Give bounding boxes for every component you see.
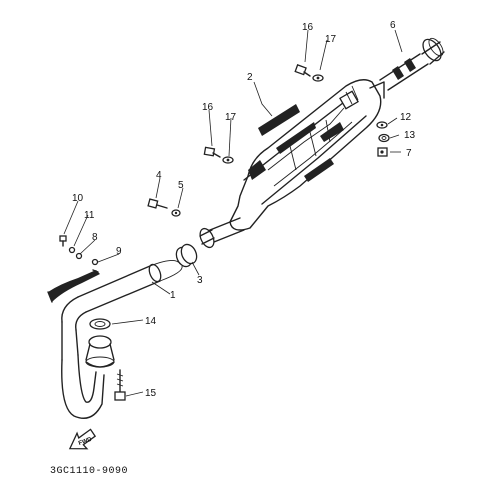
muffler <box>199 79 385 249</box>
callout-8: 8 <box>92 232 98 243</box>
callout-1: 1 <box>170 290 176 301</box>
callout-12: 12 <box>400 112 412 123</box>
leader-lines <box>63 29 403 397</box>
bolt-4-washer-5 <box>147 198 181 217</box>
callout-9: 9 <box>116 246 122 257</box>
callout-5: 5 <box>178 180 184 191</box>
tail-pipe <box>379 37 445 91</box>
bolt-16-upper <box>294 64 324 82</box>
joint-gasket <box>175 243 198 268</box>
fasteners-right <box>376 121 390 157</box>
heat-protector <box>47 270 100 303</box>
callout-13: 13 <box>404 130 416 141</box>
callout-17-upper: 17 <box>325 34 337 45</box>
callout-2: 2 <box>247 72 253 83</box>
callout-7: 7 <box>406 148 412 159</box>
callout-3: 3 <box>197 275 203 286</box>
callout-16-upper: 16 <box>302 22 314 33</box>
front-arrow-label: FWD <box>78 437 94 448</box>
callout-17-middle: 17 <box>225 112 237 123</box>
exhaust-pipe <box>61 260 183 419</box>
bolt-16-middle <box>203 146 234 164</box>
callout-10: 10 <box>72 193 84 204</box>
callout-15: 15 <box>145 388 157 399</box>
callout-16-middle: 16 <box>202 102 214 113</box>
fasteners-left <box>59 235 99 273</box>
callout-4: 4 <box>156 170 162 181</box>
part-callouts: 1 2 3 4 5 6 7 8 9 10 11 12 13 14 15 16 1… <box>72 20 416 399</box>
callout-6: 6 <box>390 20 396 31</box>
callout-14: 14 <box>145 316 157 327</box>
callout-11: 11 <box>84 210 95 221</box>
front-direction-arrow: FWD <box>68 428 97 450</box>
flange-hardware <box>89 318 126 401</box>
drawing-code: 3GC1110-9090 <box>50 466 128 477</box>
